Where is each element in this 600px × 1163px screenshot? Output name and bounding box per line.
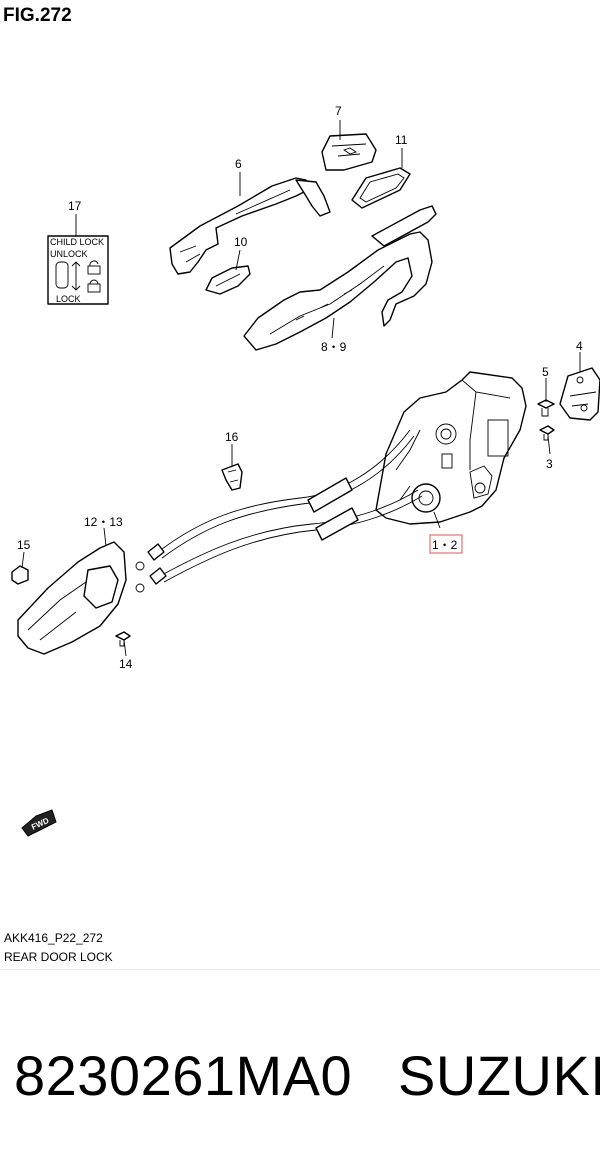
part-8-9-handle-frame <box>243 205 437 351</box>
callout-6: 6 <box>235 157 242 171</box>
part-6-outside-handle <box>169 177 331 275</box>
forward-direction-arrow: FWD <box>21 809 57 837</box>
part-number: 8230261MA0 <box>14 1044 353 1107</box>
callout-11: 11 <box>395 133 408 147</box>
callout-16: 16 <box>225 430 239 444</box>
part-10-grip-pad <box>205 265 251 295</box>
callout-14: 14 <box>119 657 133 671</box>
callout-4: 4 <box>576 339 583 353</box>
callout-12-13: 12・13 <box>84 515 123 529</box>
lock-text: LOCK <box>56 294 81 304</box>
part-12-13-inside-handle <box>17 541 127 655</box>
part-7-handle-cap <box>321 133 377 171</box>
callout-3: 3 <box>546 457 553 471</box>
callout-17: 17 <box>68 199 82 213</box>
highlight-box <box>429 534 463 554</box>
callout-5: 5 <box>542 365 549 379</box>
callout-7: 7 <box>335 104 342 118</box>
part-4-striker <box>559 367 600 421</box>
callout-10: 10 <box>234 235 248 249</box>
child-lock-text: CHILD LOCK <box>50 237 104 247</box>
divider <box>0 969 600 970</box>
part-11-gasket <box>351 167 411 209</box>
callout-8-9: 8・9 <box>321 340 347 354</box>
diagram-code: AKK416_P22_272 <box>4 931 103 945</box>
brand-name: SUZUKI <box>398 1044 600 1107</box>
diagram-name: REAR DOOR LOCK <box>4 950 113 964</box>
part-15-cap <box>11 565 29 585</box>
part-17-child-lock-label: CHILD LOCK UNLOCK LOCK <box>47 235 109 305</box>
callout-15: 15 <box>17 538 31 552</box>
part-3-screw <box>539 425 555 441</box>
part-16-clip <box>221 463 243 491</box>
exploded-parts-diagram: CHILD LOCK UNLOCK LOCK <box>11 104 600 837</box>
callout-labels: 7 6 11 17 10 8・9 4 5 3 16 12・13 1・2 15 1… <box>17 104 583 671</box>
figure-title: FIG.272 <box>3 5 72 26</box>
leader-lines <box>21 120 581 657</box>
callout-1-2: 1・2 <box>432 538 458 552</box>
part-5-screw <box>537 399 555 417</box>
part-14-screw <box>115 631 131 647</box>
release-cables <box>135 429 423 593</box>
part-1-2-door-lock-actuator <box>375 371 527 525</box>
unlock-text: UNLOCK <box>50 249 88 259</box>
